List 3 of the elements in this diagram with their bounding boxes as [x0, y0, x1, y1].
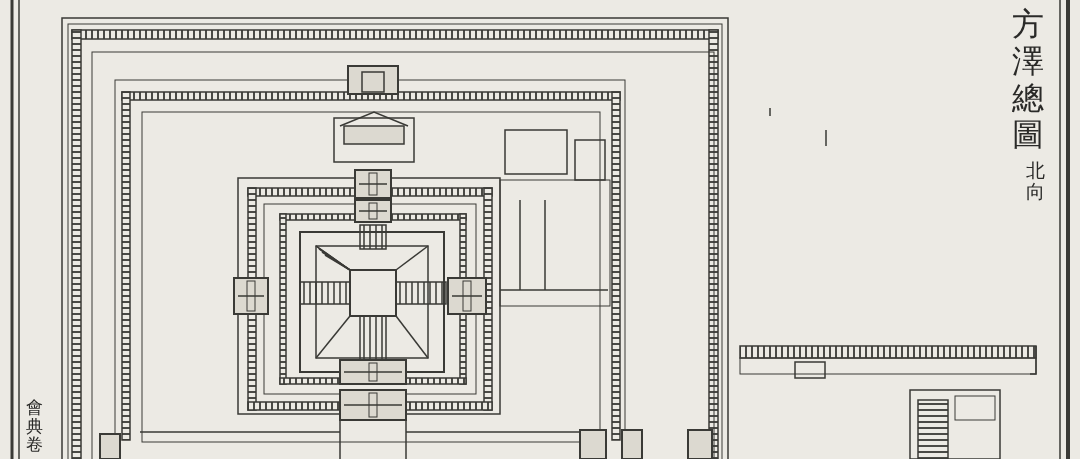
source-note: 會典卷	[26, 398, 43, 455]
direction-note: 北向	[1026, 160, 1045, 202]
title: 方澤總圖	[1012, 6, 1044, 154]
